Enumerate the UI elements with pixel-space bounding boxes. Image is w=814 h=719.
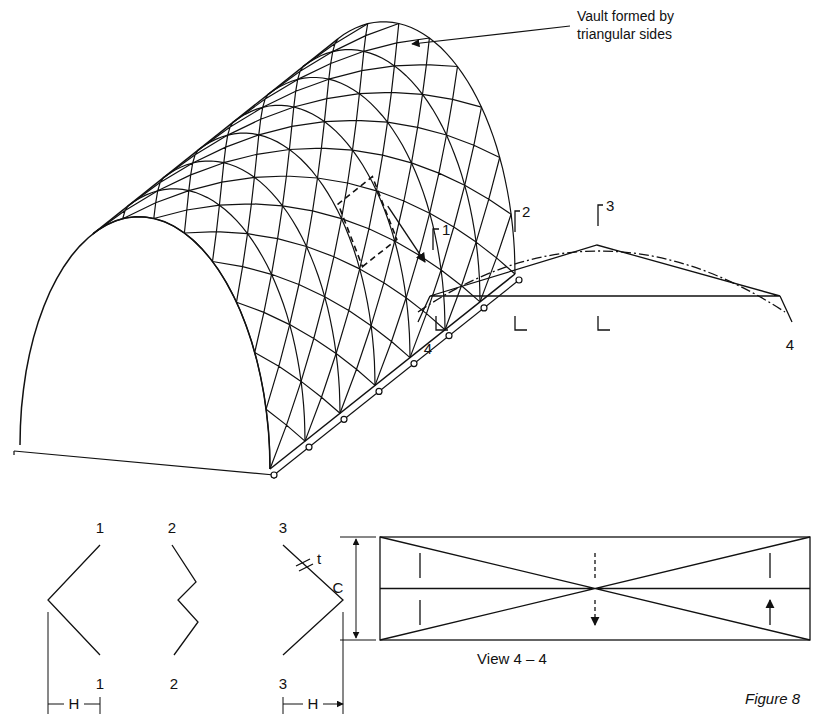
view-marks: [436, 316, 610, 330]
plate-detail: [418, 205, 792, 330]
section-number: 1: [96, 519, 104, 536]
base-edge: [270, 274, 515, 469]
force-arrows-dashed: [594, 553, 595, 625]
section-marks: [433, 205, 603, 250]
extension-lines: [340, 537, 376, 640]
dimension-label: t: [317, 550, 321, 567]
support-bearing: [271, 472, 277, 478]
arch-centerline: [418, 251, 785, 312]
view-4-4: [340, 537, 810, 640]
adjacent-plate: [418, 296, 792, 322]
section-number: 1: [442, 221, 450, 238]
plan-rectangle: [380, 537, 810, 640]
front-base: [14, 451, 274, 475]
section-number: 2: [522, 203, 530, 220]
section-number: 2: [168, 519, 176, 536]
section-1: [48, 545, 100, 655]
view-title: View 4 – 4: [477, 650, 547, 667]
vault-diagonals: [93, 24, 515, 470]
view-number: 4: [424, 340, 432, 357]
section-3: [283, 545, 343, 655]
support-bearing: [411, 361, 417, 367]
detail-pointer: [388, 206, 425, 262]
support-bearing: [306, 444, 312, 450]
support-bearing: [446, 333, 452, 339]
support-bearing: [481, 305, 487, 311]
detail-panel: [338, 177, 397, 267]
plate-outline: [430, 245, 780, 296]
dimension-arrows: [48, 704, 343, 705]
section-number: 3: [279, 519, 287, 536]
front-arch: [20, 217, 270, 469]
figure-caption: Figure 8: [745, 690, 800, 707]
support-bearing: [341, 416, 347, 422]
section-number: 3: [606, 197, 614, 214]
vault-mesh: [14, 22, 522, 479]
section-number: 3: [279, 675, 287, 692]
support-bearing: [516, 277, 522, 283]
vault-ring: [93, 217, 270, 469]
dimension-label: H: [69, 695, 80, 712]
plan-lines: [380, 537, 810, 640]
view-number: 4: [786, 336, 794, 353]
vault-silhouette: [93, 39, 338, 234]
thickness-mark: [296, 559, 313, 571]
feet: [14, 451, 274, 479]
label-pointer: [412, 26, 570, 44]
dimension-label: H: [308, 695, 319, 712]
dimension-label: C: [333, 579, 344, 596]
callout-note: Vault formed by triangular sides: [577, 8, 707, 43]
section-number: 2: [170, 675, 178, 692]
support-bearing: [376, 388, 382, 394]
force-arrows: [420, 553, 770, 625]
section-number: 1: [96, 675, 104, 692]
extension-lines: [48, 612, 343, 714]
dimension-arrow: [356, 539, 357, 638]
base-plate: [274, 280, 519, 475]
sections: [48, 545, 343, 714]
section-2: [172, 545, 198, 655]
